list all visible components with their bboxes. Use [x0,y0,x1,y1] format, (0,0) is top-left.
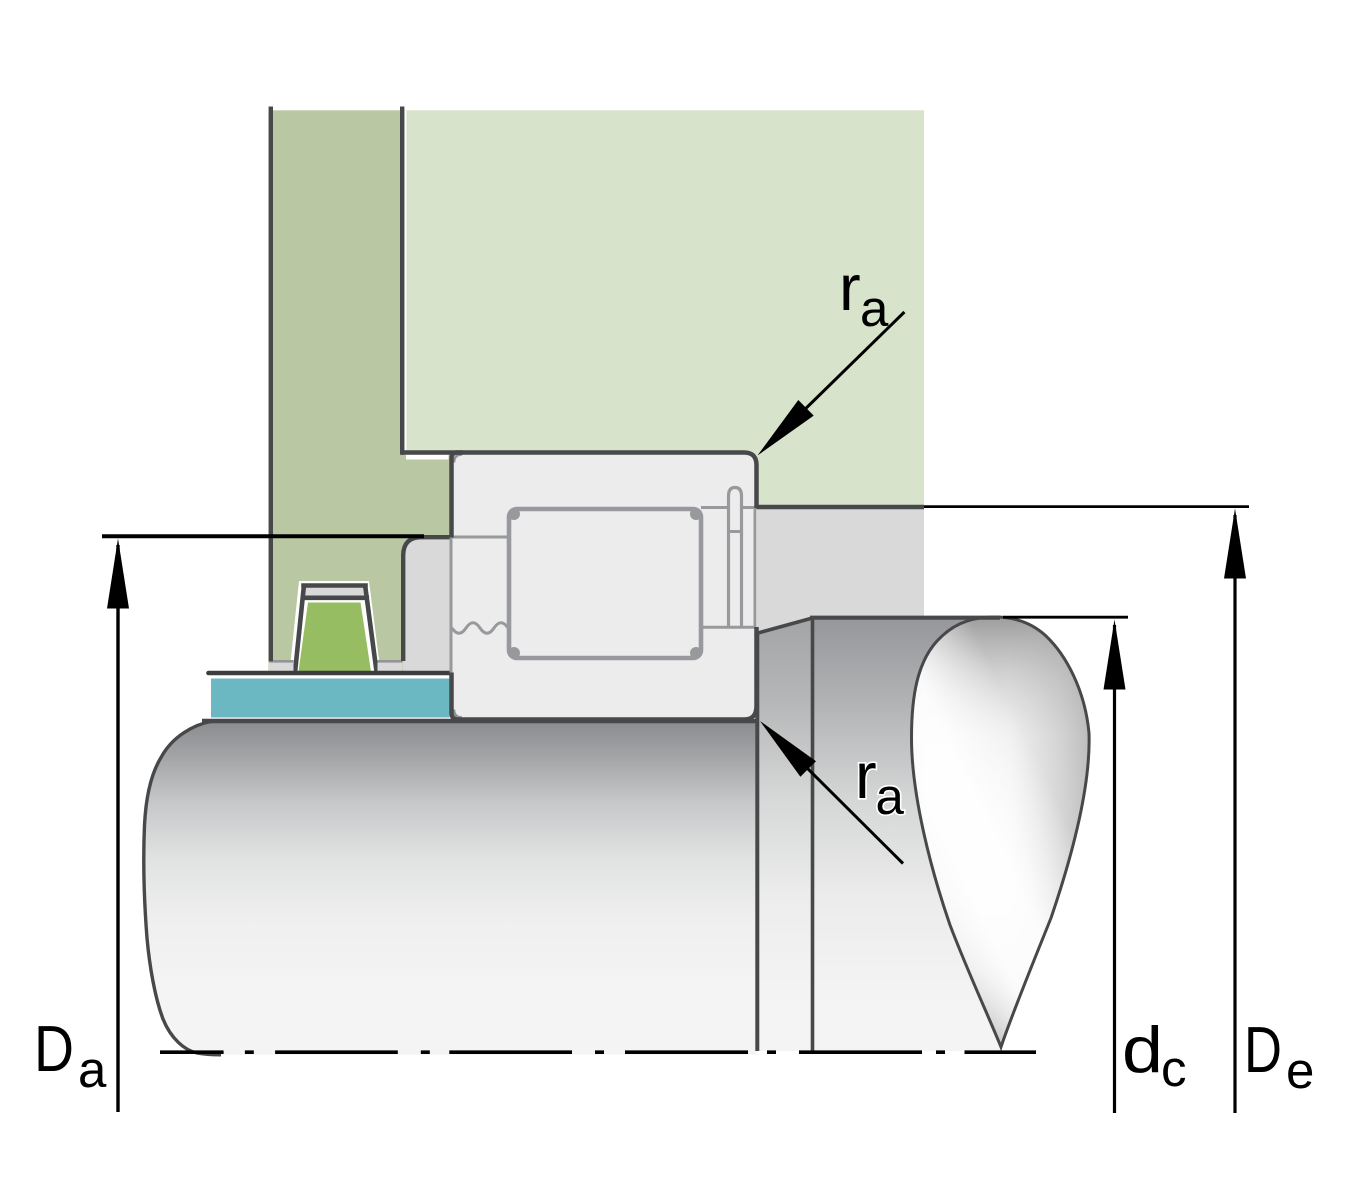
svg-text:e: e [1286,1042,1314,1099]
svg-text:d: d [1122,1013,1163,1086]
svg-text:D: D [1244,1013,1282,1086]
svg-text:r: r [855,739,877,812]
svg-text:r: r [839,251,861,324]
svg-text:c: c [1161,1040,1187,1097]
svg-text:a: a [860,280,889,337]
svg-text:a: a [78,1041,107,1098]
svg-text:a: a [876,768,905,825]
svg-text:r: r [855,739,877,812]
svg-text:D: D [34,1012,74,1085]
svg-text:a: a [876,768,905,825]
